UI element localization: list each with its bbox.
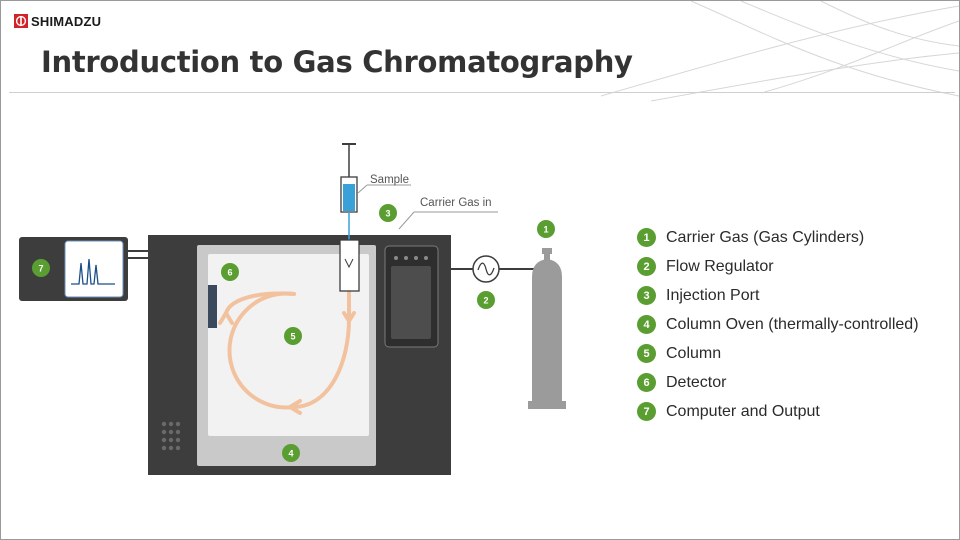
vent-grille [161,421,181,451]
marker-7: 7 [32,259,50,277]
legend-item: 7 Computer and Output [637,397,919,426]
svg-text:6: 6 [227,268,232,278]
marker-4: 4 [282,444,300,462]
svg-text:4: 4 [288,449,293,459]
detector-block [208,285,217,328]
legend-label: Column [666,344,722,362]
marker-6: 6 [221,263,239,281]
legend-number: 6 [637,373,656,392]
svg-text:2: 2 [483,296,488,306]
legend-label: Column Oven (thermally-controlled) [666,315,919,333]
svg-text:3: 3 [385,209,390,219]
legend-number: 4 [637,315,656,334]
gas-cylinder-icon [528,248,566,409]
column-coil [218,290,356,415]
component-legend: 1 Carrier Gas (Gas Cylinders) 2 Flow Regul… [637,223,919,426]
legend-item: 1 Carrier Gas (Gas Cylinders) [637,223,919,252]
marker-5: 5 [284,327,302,345]
legend-label: Injection Port [666,286,760,304]
injection-port [339,143,360,292]
legend-number: 5 [637,344,656,363]
legend-item: 2 Flow Regulator [637,252,919,281]
sample-label: Sample [370,174,409,186]
shimadzu-logo-icon [14,14,28,28]
legend-label: Computer and Output [666,402,820,420]
svg-text:7: 7 [38,264,43,274]
legend-item: 6 Detector [637,368,919,397]
marker-1: 1 [537,220,555,238]
carrier-gas-label: Carrier Gas in [420,197,492,209]
brand-logo: SHIMADZU [14,13,101,29]
marker-3: 3 [379,204,397,222]
svg-text:1: 1 [543,225,548,235]
decorative-arcs [600,1,959,102]
legend-number: 2 [637,257,656,276]
legend-label: Detector [666,373,727,391]
brand-name: SHIMADZU [31,13,102,29]
chromatogram-icon [71,258,115,285]
marker-2: 2 [477,291,495,309]
legend-item: 3 Injection Port [637,281,919,310]
legend-label: Flow Regulator [666,257,774,275]
legend-item: 4 Column Oven (thermally-controlled) [637,310,919,339]
computer-output-unit [19,237,149,301]
svg-text:5: 5 [290,332,295,342]
legend-item: 5 Column [637,339,919,368]
legend-number: 1 [637,228,656,247]
gc-instrument [148,235,451,475]
page-title: Introduction to Gas Chromatography [41,45,633,79]
legend-number: 7 [637,402,656,421]
legend-label: Carrier Gas (Gas Cylinders) [666,228,865,246]
title-divider [9,92,955,93]
legend-number: 3 [637,286,656,305]
